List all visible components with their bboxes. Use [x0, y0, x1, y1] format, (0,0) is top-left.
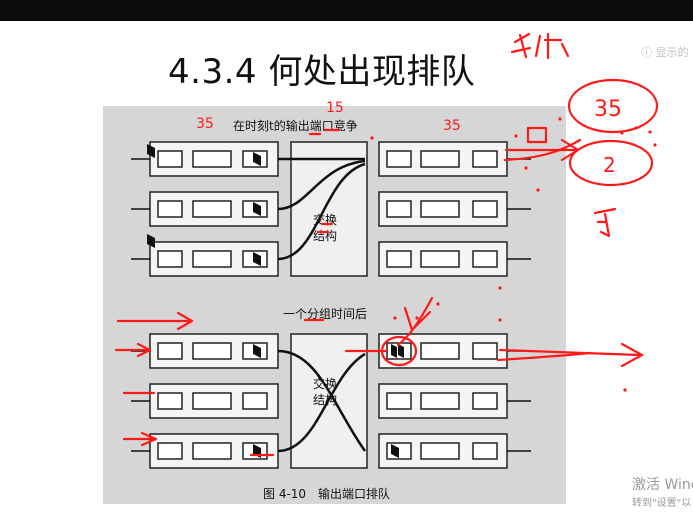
queued-output-packets-2	[391, 444, 399, 458]
slide-title: 4.3.4 何处出现排队	[168, 52, 476, 92]
handwritten-char-1	[510, 32, 532, 59]
circled-2: 2	[603, 153, 616, 177]
top-black-bar	[0, 0, 693, 21]
top-input-arrows	[131, 158, 150, 260]
top-input-packets	[147, 144, 261, 266]
bottom-fabric-paths	[277, 349, 367, 453]
figure-mid-caption: 一个分组时间后	[283, 307, 367, 321]
top-right-faint-text: ⓘ 显示的	[641, 46, 689, 59]
circled-35: 35	[594, 97, 622, 122]
top-fabric-label-2: 结构	[313, 228, 337, 243]
bottom-input-arrows	[131, 350, 150, 452]
bottom-input-queues	[157, 342, 268, 460]
bottom-output-arrows	[507, 350, 531, 452]
handwritten-char-3	[593, 207, 617, 238]
top-output-arrows	[507, 158, 531, 260]
handwritten-char-2	[534, 32, 570, 60]
textbook-figure: 在时刻t的输出端口竞争 交换 结构	[103, 106, 566, 504]
circle-annotation-35	[567, 78, 659, 134]
activation-watermark-line2: 转到"设置"以	[632, 498, 692, 509]
activation-watermark-line1: 激活 Winc	[632, 477, 693, 493]
circle-annotation-2	[568, 139, 654, 187]
figure-top-caption: 在时刻t的输出端口竞争	[233, 118, 358, 133]
top-switch-fabric	[290, 141, 368, 277]
figure-caption: 图 4-10 输出端口排队	[263, 486, 390, 501]
top-output-queues	[386, 150, 498, 268]
top-input-queues	[157, 150, 268, 268]
switch-diagram: 在时刻t的输出端口竞争 交换 结构	[131, 118, 531, 501]
top-fabric-paths	[277, 157, 366, 261]
